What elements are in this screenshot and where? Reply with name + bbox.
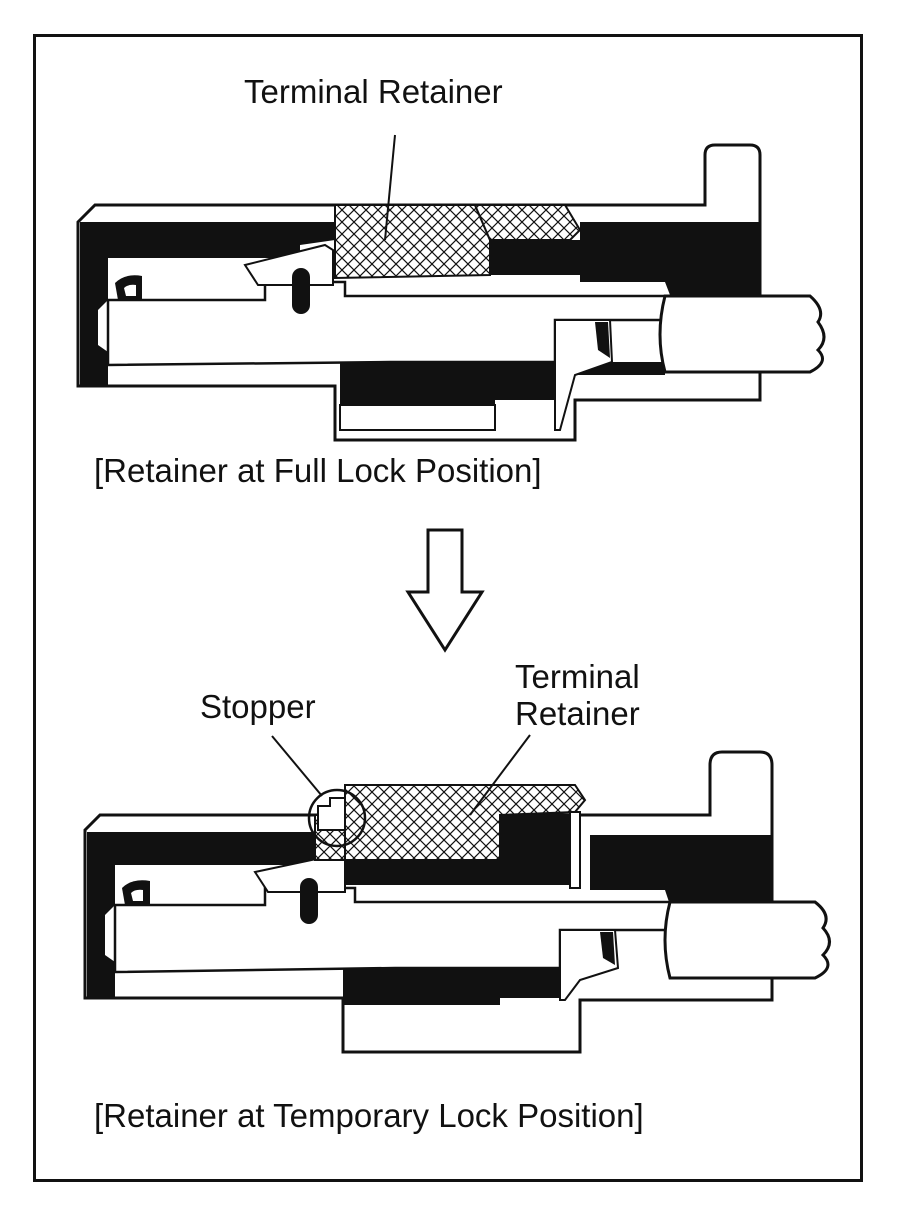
label-stopper: Stopper — [200, 688, 316, 725]
leader-line-retainer-top — [384, 134, 396, 241]
connector-full-lock — [76, 134, 826, 442]
label-terminal-bottom-line1: Terminal — [515, 658, 640, 695]
label-terminal-retainer-top: Terminal Retainer — [244, 73, 503, 110]
caption-full-lock: [Retainer at Full Lock Position] — [94, 452, 542, 489]
terminal-retainer-top — [334, 204, 491, 280]
housing-black-top — [80, 222, 335, 258]
label-terminal-bottom-line2: Retainer — [515, 695, 640, 732]
leader-line-stopper — [271, 735, 323, 797]
leader-line-retainer-bottom — [469, 734, 531, 816]
caption-temporary-lock: [Retainer at Temporary Lock Position] — [94, 1097, 644, 1134]
connector-temporary-lock — [83, 734, 831, 1054]
wire-top — [658, 294, 826, 374]
terminal-retainer-bottom — [344, 784, 587, 861]
stopper-circle — [307, 788, 367, 848]
wire-bottom — [663, 900, 831, 980]
diagram-frame — [33, 34, 863, 1182]
down-arrow-outline-icon — [405, 528, 485, 653]
